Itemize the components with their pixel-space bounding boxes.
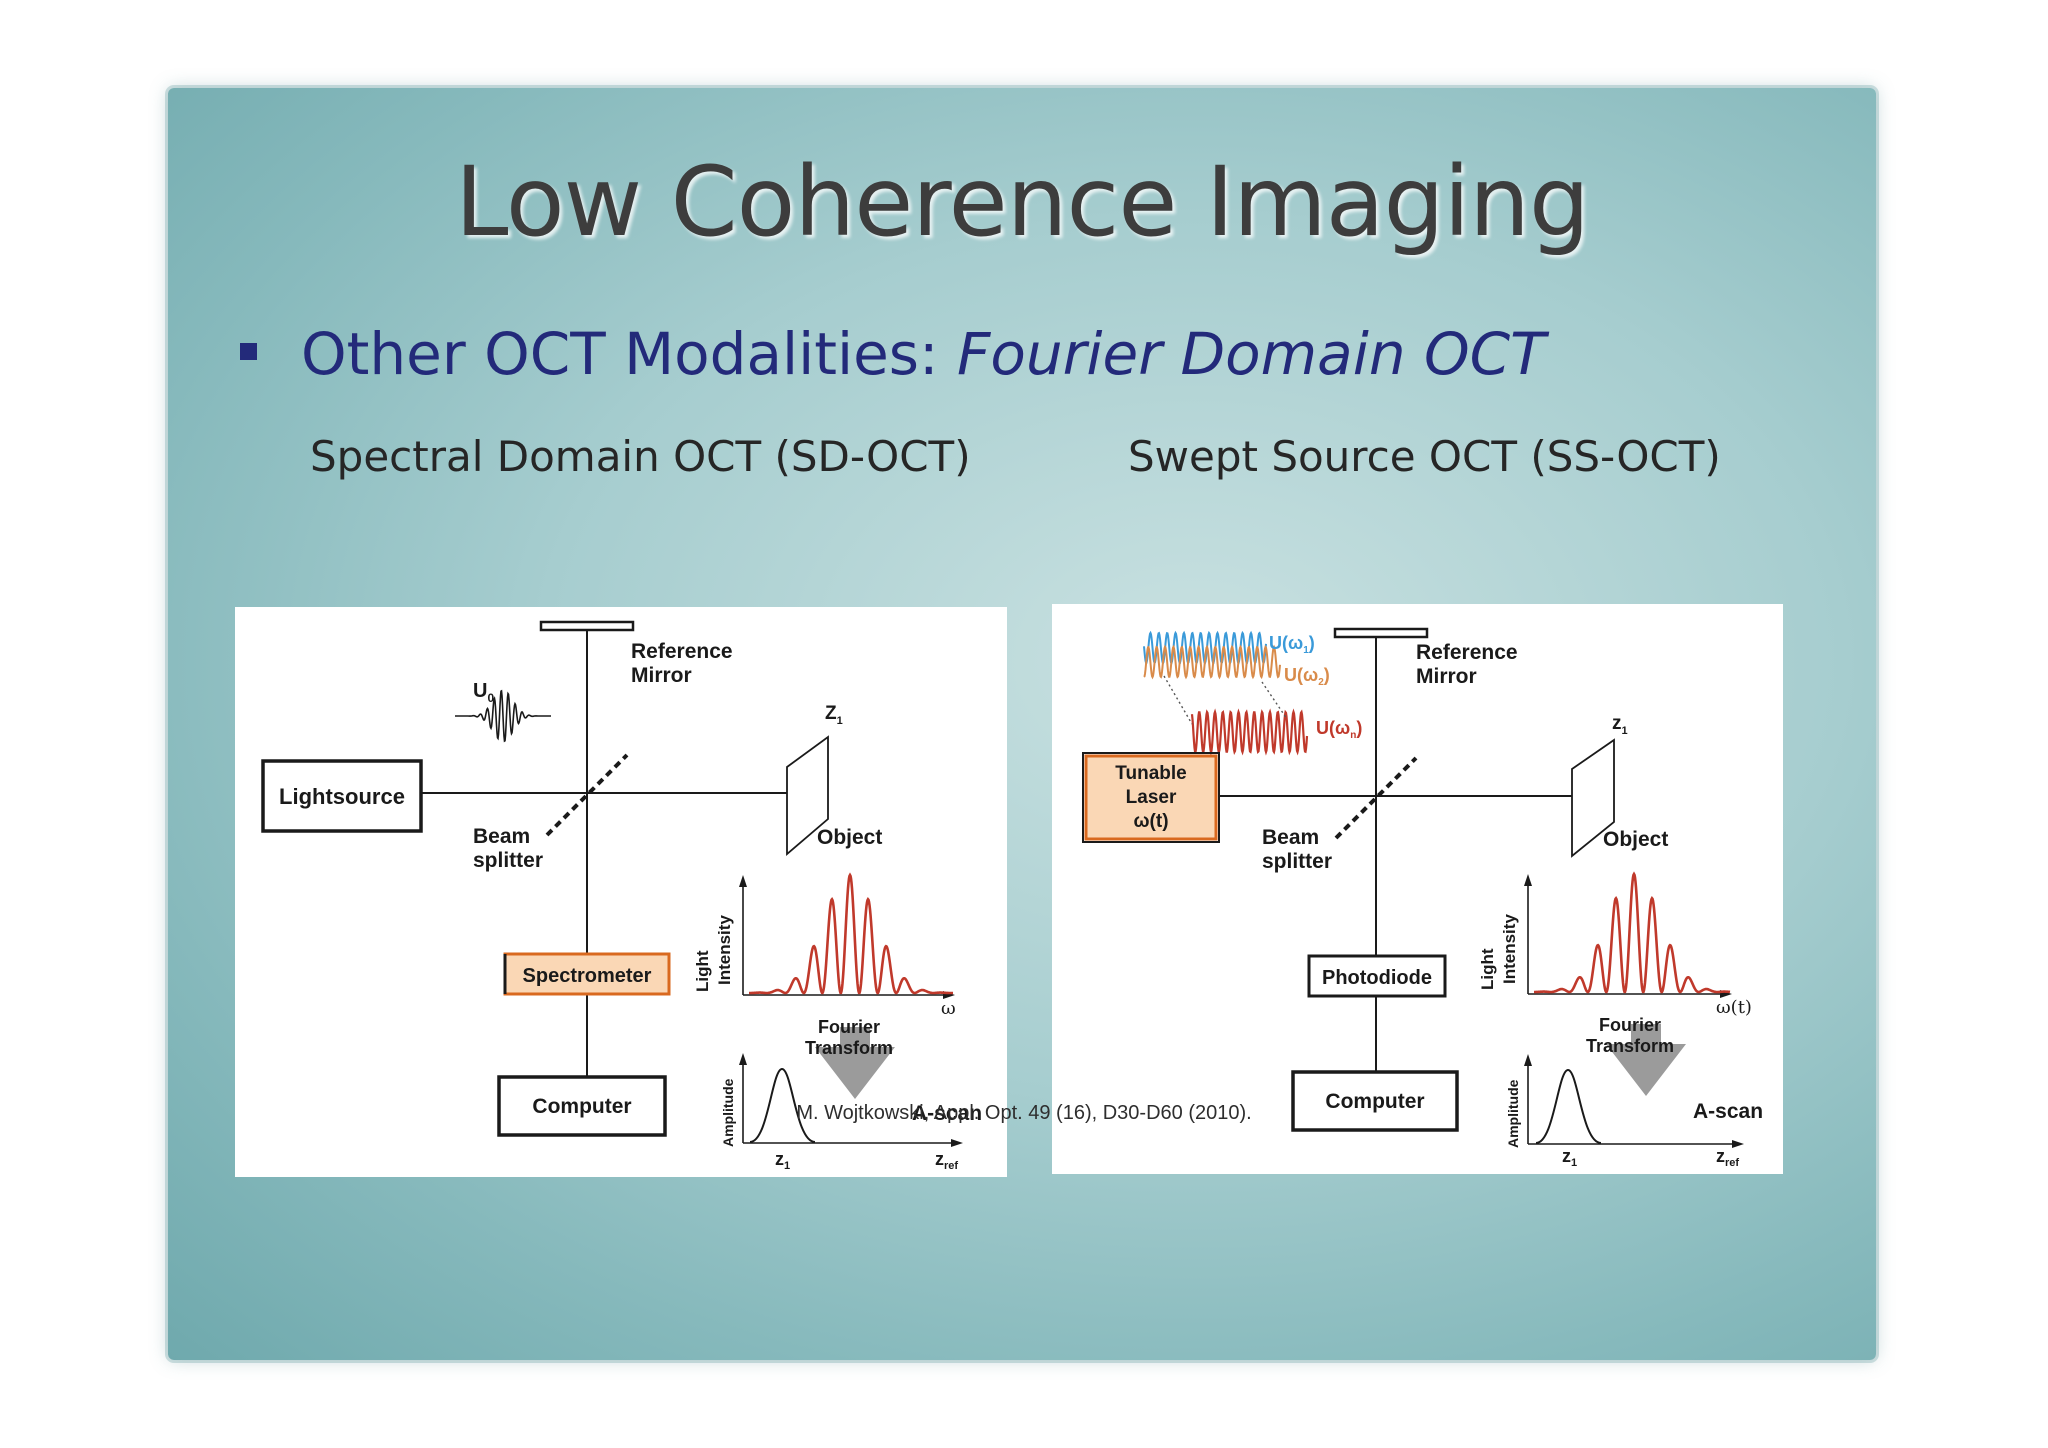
laser-label-2: Laser [1126,787,1177,808]
ascan-label: A-scan [912,1102,982,1125]
object-plane [786,735,829,856]
reference-mirror-label: Reference [1416,641,1518,664]
reference-mirror [539,620,635,632]
fourier-transform-arrow [815,1027,895,1099]
bullet-text-italic: Fourier Domain OCT [956,320,1546,388]
computer-box [497,1075,667,1137]
omega-t-axis-label: ω(t) [1716,997,1752,1018]
sd-oct-heading: Spectral Domain OCT (SD-OCT) [310,432,971,481]
computer-label: Computer [1325,1090,1424,1113]
bullet-point: Other OCT Modalities: Fourier Domain OCT [240,320,1546,388]
reference-mirror-label-2: Mirror [1416,665,1477,688]
omega-axis-label: ω [941,998,956,1019]
spectrometer-box [503,952,671,996]
laser-label-3: ω(t) [1133,811,1168,832]
u0-label: U0 [473,680,494,705]
transform-label: Transform [805,1038,893,1058]
zref-label: zref [1716,1146,1739,1169]
object-label: Object [1603,828,1668,851]
interference-spectrum [749,872,953,995]
beam-splitter-label: Beam [1262,826,1319,849]
z1-label: z1 [775,1149,790,1172]
photodiode-label: Photodiode [1322,967,1432,989]
ascan-peak [749,1067,816,1143]
tunable-laser-box [1084,754,1218,841]
reference-mirror [1333,627,1429,639]
ascan-label: A-scan [1693,1100,1763,1123]
fourier-label: Fourier [818,1017,880,1037]
un-label: U(ωn) [1316,718,1362,741]
bullet-text: Other OCT Modalities: [301,320,957,388]
reference-mirror-label-2: Mirror [631,664,692,687]
beam-splitter-label: Beam [473,825,530,848]
transform-label: Transform [1586,1036,1674,1056]
object-plane [1571,738,1615,858]
fourier-label: Fourier [1599,1015,1661,1035]
z1-label: z1 [1562,1146,1577,1169]
spectrometer-label: Spectrometer [523,965,652,987]
u1-label: U(ω1) [1269,633,1315,656]
light-label: Light [693,950,712,992]
bullet-square-icon [240,343,257,361]
z1-top-label: Z1 [825,703,843,727]
intensity-label: Intensity [715,915,734,985]
wave-u2 [1143,644,1281,680]
amplitude-label: Amplitude [720,1078,736,1147]
beam-splitter [545,753,629,837]
sd-oct-diagram: Reference Mirror U0 Lightsource Beam spl… [235,607,1007,1177]
ss-oct-heading: Swept Source OCT (SS-OCT) [1128,432,1721,481]
reference-mirror-label: Reference [631,640,733,663]
beam-splitter-label-2: splitter [473,849,543,872]
object-label: Object [817,826,882,849]
z1-top-label: z1 [1612,713,1628,737]
interference-signal [1534,871,1731,994]
computer-box [1291,1070,1459,1132]
beam-splitter [1334,756,1418,840]
u2-label: U(ω2) [1284,665,1330,688]
zref-label: zref [935,1149,958,1172]
slide-title: Low Coherence Imaging [455,146,1590,258]
ascan-peak [1535,1068,1602,1144]
citation: M. Wojtkowski, Appl. Opt. 49 (16), D30-D… [796,1102,1252,1124]
lightsource-label: Lightsource [279,784,405,809]
wave-un [1190,708,1309,756]
beam-splitter-label-2: splitter [1262,850,1332,873]
laser-label-1: Tunable [1115,763,1186,784]
amplitude-label: Amplitude [1505,1079,1521,1148]
ss-oct-diagram: U(ω1) U(ω2) U(ωn) Reference Mirror Tunab… [1052,604,1783,1174]
computer-label: Computer [532,1095,631,1118]
wave-packet [455,689,551,743]
photodiode-box [1307,954,1447,998]
light-label: Light [1478,948,1497,990]
fourier-transform-arrow [1606,1024,1686,1096]
lightsource-box [261,759,423,833]
intensity-label: Intensity [1500,914,1519,984]
